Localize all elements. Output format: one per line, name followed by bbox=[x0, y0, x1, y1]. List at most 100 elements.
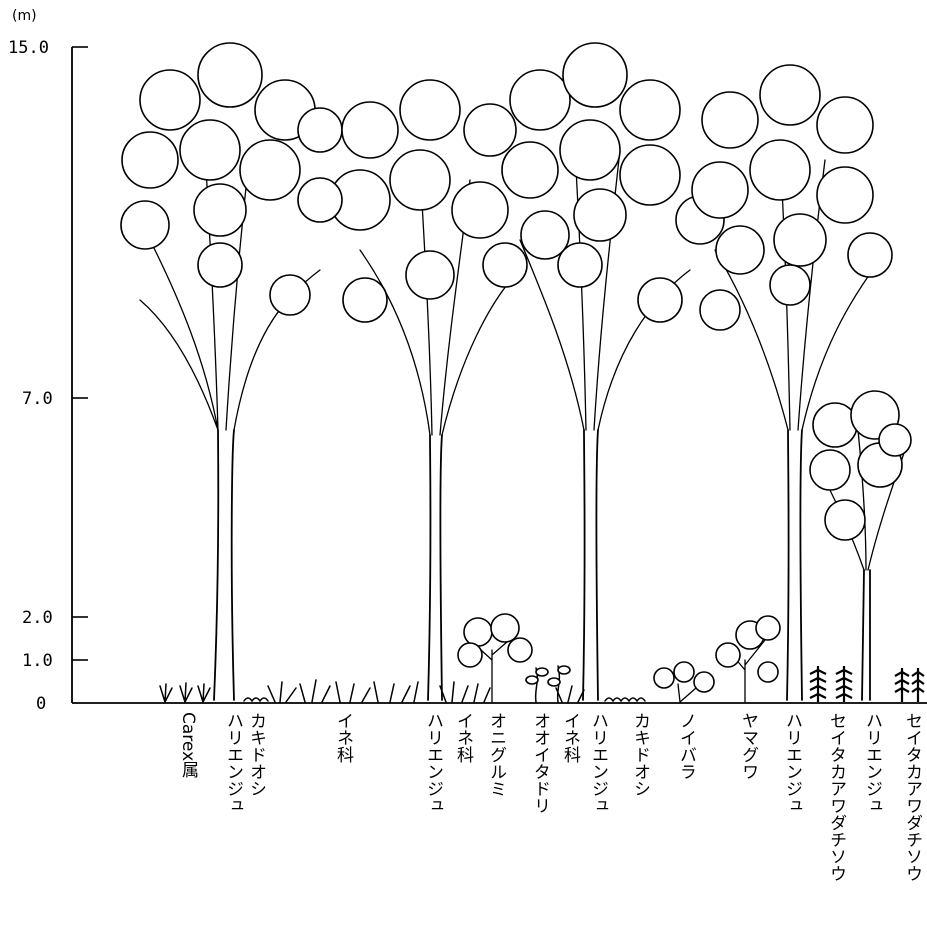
species-label-kakidooshi: カキドオシ bbox=[630, 712, 650, 797]
species-label-goldenrod: セイタカアワダチソウ bbox=[902, 712, 922, 882]
axis-unit-label: (m) bbox=[12, 8, 37, 24]
canopy-lobe bbox=[197, 42, 263, 108]
species-label-noibara: ノイバラ bbox=[676, 712, 696, 780]
canopy-lobe bbox=[520, 210, 570, 260]
trunk-3 bbox=[582, 429, 599, 701]
canopy-lobe bbox=[389, 149, 451, 211]
species-label-harienju: ハリエンジュ bbox=[782, 712, 802, 814]
groundcover-2 bbox=[604, 697, 646, 703]
species-labels: Carex属 カキドオシ ハリエンジュ イネ科 ハリエンジュ イネ科 オニグルミ… bbox=[178, 712, 922, 882]
canopy-lobe bbox=[816, 96, 874, 154]
tick-label-2: 2.0 bbox=[22, 608, 53, 628]
canopy-lobe bbox=[509, 69, 571, 131]
canopy-lobe bbox=[816, 166, 874, 224]
canopy-lobe bbox=[269, 274, 311, 316]
species-label-ineka: イネ科 bbox=[560, 712, 581, 763]
canopy-lobe bbox=[691, 161, 749, 219]
canopy-lobe bbox=[715, 225, 765, 275]
canopy-lobe bbox=[701, 91, 759, 149]
noibara-stems bbox=[677, 683, 697, 703]
noibara-lobe bbox=[653, 667, 675, 689]
yamaguwa-lobe bbox=[755, 615, 781, 641]
canopy-lobe bbox=[139, 69, 201, 131]
tree-branches bbox=[139, 149, 906, 571]
ooitadori-leaf bbox=[535, 667, 549, 677]
ooitadori-leaf bbox=[525, 675, 539, 685]
tree-trunks bbox=[213, 429, 871, 701]
canopy-lobe bbox=[399, 79, 461, 141]
canopy-lobe bbox=[120, 200, 170, 250]
ooitadori-leaf bbox=[557, 665, 571, 675]
trunk-4 bbox=[786, 429, 803, 701]
canopy-lobe bbox=[193, 183, 247, 237]
grass-band-3 bbox=[555, 685, 585, 703]
species-label-inekа: イネ科 bbox=[333, 712, 354, 763]
trunk-5 bbox=[861, 569, 871, 701]
yamaguwa-lobe bbox=[715, 642, 741, 668]
canopy-lobe bbox=[559, 119, 621, 181]
goldenrod-2 bbox=[835, 666, 853, 702]
canopy-lobe bbox=[121, 131, 179, 189]
species-label-onigurumi: オニグルミ bbox=[486, 712, 506, 797]
species-label-goldenrod: セイタカアワダチソウ bbox=[826, 712, 846, 882]
species-label-harienju: ハリエンジュ bbox=[862, 712, 882, 814]
tick-label-1: 1.0 bbox=[22, 651, 53, 671]
goldenrod-3 bbox=[894, 668, 910, 702]
onigurumi-lobe bbox=[463, 617, 493, 647]
species-label-harienju: ハリエンジュ bbox=[588, 712, 608, 814]
canopy-lobe bbox=[769, 264, 811, 306]
canopy-lobe bbox=[812, 402, 858, 448]
canopy-lobe bbox=[759, 64, 821, 126]
canopy-lobe bbox=[197, 242, 243, 288]
groundcover-1 bbox=[243, 697, 269, 703]
canopy-lobe bbox=[573, 188, 627, 242]
grass-band-2 bbox=[439, 681, 491, 703]
canopy-lobe bbox=[342, 277, 388, 323]
canopy-lobe bbox=[557, 242, 603, 288]
species-label-carex: Carex属 bbox=[178, 712, 199, 778]
species-label-harienju: ハリエンジュ bbox=[223, 712, 243, 814]
canopy-lobe bbox=[405, 250, 455, 300]
grass-band-1 bbox=[267, 679, 419, 703]
ooitadori-leaf bbox=[547, 677, 561, 687]
tick-label-0: 0 bbox=[36, 694, 46, 714]
onigurumi-lobe bbox=[457, 642, 483, 668]
canopy-lobe bbox=[463, 103, 517, 157]
axis-ticks: 15.0 7.0 2.0 1.0 0 bbox=[8, 38, 88, 714]
noibara-lobe bbox=[673, 661, 695, 683]
canopy-lobe bbox=[239, 139, 301, 201]
trunk-1 bbox=[213, 429, 235, 701]
goldenrod-1 bbox=[809, 666, 827, 702]
trunk-2 bbox=[427, 434, 443, 701]
canopy-lobe bbox=[619, 79, 681, 141]
goldenrod-4 bbox=[911, 668, 925, 702]
canopy-lobe bbox=[562, 42, 628, 108]
sedge-clumps bbox=[159, 682, 211, 703]
species-label-kakidooshi: カキドオシ bbox=[246, 712, 266, 797]
canopy-lobe bbox=[482, 242, 528, 288]
canopy-lobe bbox=[501, 141, 559, 199]
canopy-lobe bbox=[297, 177, 343, 223]
canopy-lobe bbox=[619, 144, 681, 206]
canopy-lobe bbox=[179, 119, 241, 181]
canopy-lobe bbox=[847, 232, 893, 278]
canopy-lobe bbox=[749, 139, 811, 201]
canopy-lobe bbox=[699, 289, 741, 331]
canopy-lobe bbox=[637, 277, 683, 323]
species-label-yamaguwa: ヤマグワ bbox=[738, 712, 758, 780]
onigurumi-lobe bbox=[507, 637, 533, 663]
canopy-lobe bbox=[341, 101, 399, 159]
species-label-ooitadori: オオイタドリ bbox=[530, 712, 550, 814]
canopy-lobe bbox=[297, 107, 343, 153]
canopy-lobe bbox=[451, 181, 509, 239]
understory bbox=[159, 613, 925, 703]
noibara-lobe bbox=[693, 671, 715, 693]
onigurumi-lobe bbox=[490, 613, 520, 643]
canopy-lobe bbox=[878, 423, 912, 457]
tree-canopies bbox=[120, 42, 912, 541]
canopy-lobe bbox=[809, 449, 851, 491]
species-label-harienju: ハリエンジュ bbox=[423, 712, 443, 814]
canopy-lobe bbox=[773, 213, 827, 267]
